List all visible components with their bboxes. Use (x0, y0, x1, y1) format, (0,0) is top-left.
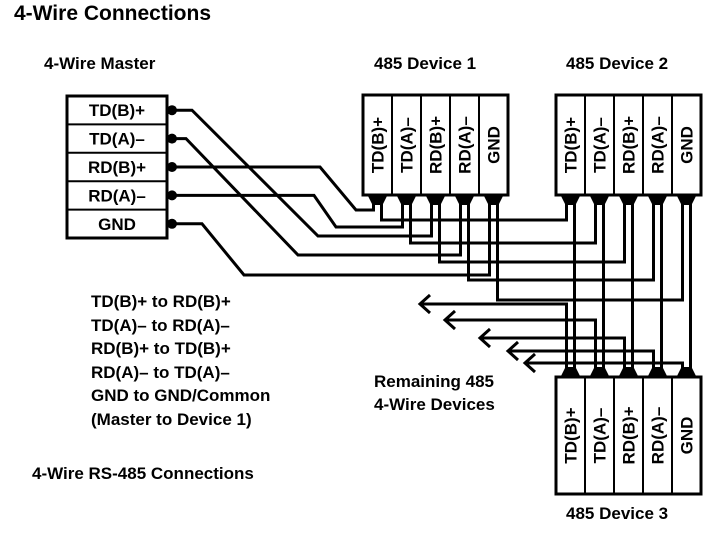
device-2-terminal-block (554, 93, 703, 197)
master-terminal-label: TD(A)– (89, 130, 145, 149)
wire-to-remaining-devices (445, 318, 597, 369)
device-terminal-pin (618, 367, 639, 377)
master-terminal-label: TD(B)+ (89, 101, 145, 120)
connection-list: TD(B)+ to RD(B)+ TD(A)– to RD(A)– RD(B)+… (91, 290, 270, 431)
wire-rd-b-to-td-b (172, 165, 375, 212)
remaining-devices-label: Remaining 485 4-Wire Devices (374, 370, 495, 416)
arrow-left-icon (442, 309, 457, 331)
device-terminal-pin (647, 367, 668, 377)
device-terminal-pin (560, 367, 581, 377)
master-terminal-pin (167, 218, 177, 229)
wire-daisy-chain (467, 203, 655, 282)
device-terminal-label: TD(B)+ (562, 117, 581, 173)
wire-to-remaining-devices (420, 302, 568, 369)
wire-td-a-to-rd-a (172, 137, 462, 257)
arrow-left-icon (505, 340, 520, 362)
caption: 4-Wire RS-485 Connections (32, 464, 254, 483)
device-terminal-label: RD(A)– (649, 407, 668, 465)
connection-item: GND to GND/Common (91, 386, 271, 405)
device-1-label: 485 Device 1 (374, 54, 477, 73)
diagram-title: 4-Wire Connections (14, 2, 211, 25)
device-2-label: 485 Device 2 (566, 54, 669, 73)
arrow-left-icon (522, 352, 537, 374)
device-terminal-label: TD(A)– (591, 117, 610, 173)
device-terminal-label: RD(A)– (456, 116, 475, 174)
master-terminal-label: RD(A)– (88, 186, 146, 205)
device-terminal-label: TD(A)– (591, 408, 610, 464)
device-terminal-pin (589, 195, 610, 205)
master-terminal-label: RD(B)+ (88, 158, 146, 177)
connection-item: TD(B)+ to RD(B)+ (91, 292, 231, 311)
device-terminal-label: RD(A)– (649, 116, 668, 174)
connection-item: RD(B)+ to TD(B)+ (91, 339, 231, 358)
master-terminal-pin (167, 190, 177, 201)
connection-item: TD(A)– to RD(A)– (91, 315, 230, 335)
device-terminal-pin (589, 367, 610, 377)
connection-item: RD(A)– to TD(A)– (91, 362, 230, 382)
device-terminal-pin (483, 195, 504, 205)
device-terminal-pin (676, 195, 697, 205)
device-terminal-label: GND (678, 126, 697, 164)
device-terminal-label: TD(A)– (398, 117, 417, 173)
remaining-line-2: 4-Wire Devices (374, 395, 495, 414)
device-terminal-pin (454, 195, 475, 205)
device-terminal-label: TD(B)+ (562, 407, 581, 463)
remaining-line-1: Remaining 485 (374, 372, 494, 391)
device-1-terminal-block (361, 93, 510, 197)
device-terminal-pin (647, 195, 668, 205)
wire-daisy-chain (409, 203, 597, 245)
device-terminal-pin (367, 195, 388, 205)
wire-to-remaining-devices (480, 336, 626, 369)
device-3-label: 485 Device 3 (566, 504, 669, 523)
arrow-left-icon (477, 327, 492, 349)
master-terminal-pin (167, 105, 177, 116)
wire-gnd-to-gnd (172, 203, 491, 277)
master-terminal-pin (167, 162, 177, 172)
device-terminal-label: TD(B)+ (369, 117, 388, 173)
device-terminal-pin (396, 195, 417, 205)
arrow-left-icon (417, 293, 432, 315)
wire-daisy-chain (496, 203, 684, 302)
device-terminal-pin (425, 195, 446, 205)
wire-daisy-chain (380, 203, 568, 222)
master-terminal-label: GND (98, 215, 136, 234)
device-terminal-pin (618, 195, 639, 205)
master-terminal-pin (167, 133, 177, 144)
wire-td-b-to-rd-b (172, 108, 433, 238)
device-terminal-pin (676, 367, 697, 377)
device-terminal-pin (560, 195, 581, 205)
device-terminal-label: RD(B)+ (620, 406, 639, 464)
device-terminal-label: RD(B)+ (427, 116, 446, 174)
device-terminal-label: RD(B)+ (620, 116, 639, 174)
connection-item: (Master to Device 1) (91, 409, 252, 429)
device-terminal-label: GND (678, 417, 697, 455)
wire-daisy-chain (438, 203, 626, 264)
device-terminal-label: GND (485, 126, 504, 164)
master-label: 4-Wire Master (44, 54, 156, 73)
